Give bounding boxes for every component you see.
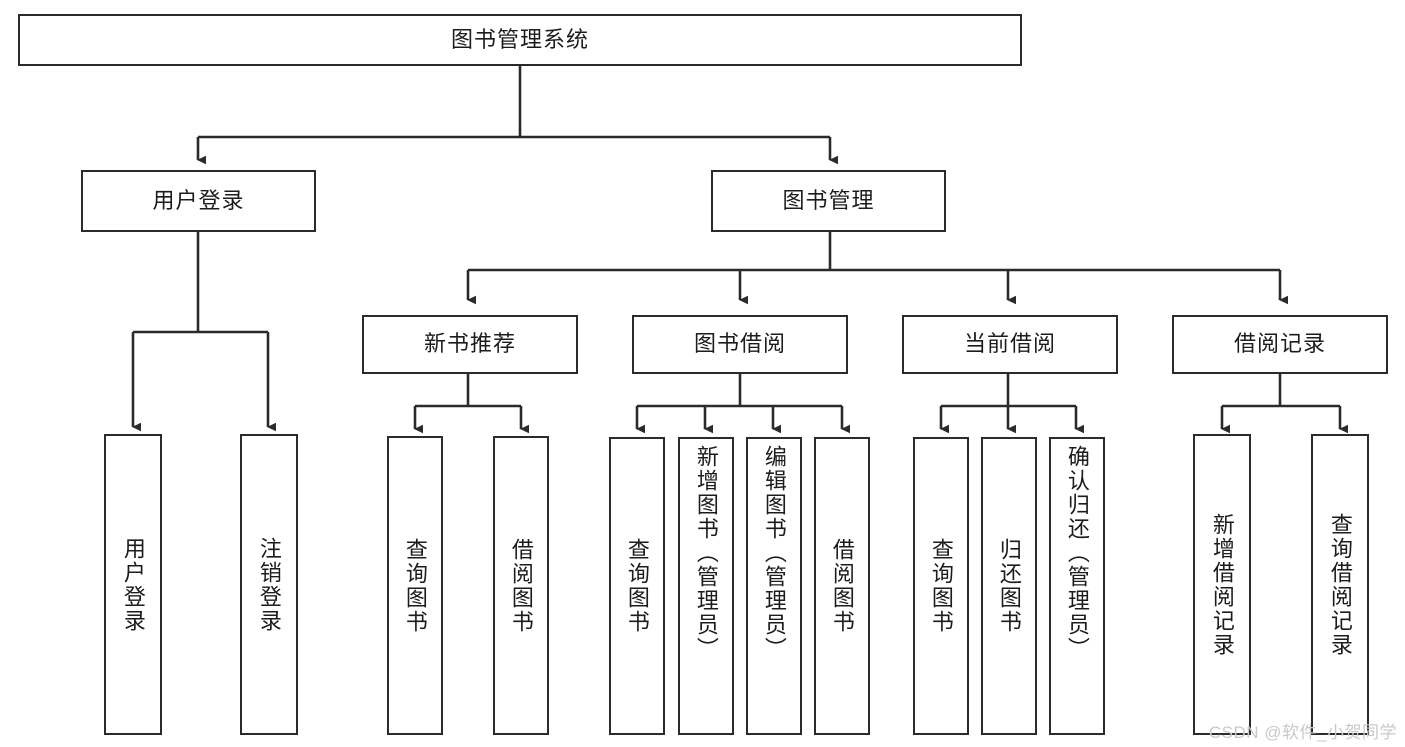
leaf-user-login-label: 用户登录	[120, 536, 146, 633]
leaf-query-book-borrow[interactable]: 查询图书	[609, 437, 665, 735]
leaf-edit-book[interactable]: 编辑图书（管理员）	[746, 437, 802, 735]
leaf-borrow-book-borrow[interactable]: 借阅图书	[814, 437, 870, 735]
leaf-query-borrow-record[interactable]: 查询借阅记录	[1311, 434, 1369, 735]
leaf-add-book-label: 新增图书（管理员）	[693, 445, 719, 661]
node-new-book-recommend-label: 新书推荐	[423, 331, 516, 357]
node-book-borrow[interactable]: 图书借阅	[632, 315, 848, 374]
node-root-system-label: 图书管理系统	[450, 26, 589, 52]
leaf-query-book-recommend-label: 查询图书	[402, 537, 428, 634]
leaf-user-login[interactable]: 用户登录	[104, 434, 162, 735]
leaf-query-borrow-record-label: 查询借阅记录	[1327, 512, 1353, 657]
csdn-watermark: CSDN @软件_小贺同学	[1208, 723, 1397, 742]
leaf-borrow-book-recommend-label: 借阅图书	[508, 537, 534, 634]
node-user-login[interactable]: 用户登录	[81, 170, 316, 232]
leaf-query-book-current-label: 查询图书	[928, 538, 954, 634]
leaf-borrow-book-recommend[interactable]: 借阅图书	[493, 436, 549, 735]
leaf-edit-book-label: 编辑图书（管理员）	[761, 445, 787, 661]
node-current-borrow[interactable]: 当前借阅	[902, 315, 1118, 374]
node-book-manage[interactable]: 图书管理	[711, 170, 946, 232]
leaf-confirm-return[interactable]: 确认归还（管理员）	[1049, 437, 1105, 735]
leaf-borrow-book-borrow-label: 借阅图书	[829, 538, 855, 634]
leaf-add-borrow-record[interactable]: 新增借阅记录	[1193, 434, 1251, 735]
leaf-return-book[interactable]: 归还图书	[981, 437, 1037, 735]
leaf-query-book-current[interactable]: 查询图书	[913, 437, 969, 735]
node-borrow-record-label: 借阅记录	[1233, 331, 1326, 357]
node-new-book-recommend[interactable]: 新书推荐	[362, 315, 578, 374]
leaf-query-book-borrow-label: 查询图书	[624, 538, 650, 634]
node-user-login-label: 用户登录	[152, 187, 245, 213]
node-current-borrow-label: 当前借阅	[963, 331, 1056, 357]
leaf-query-book-recommend[interactable]: 查询图书	[387, 436, 443, 735]
leaf-logout-label: 注销登录	[256, 536, 282, 633]
node-book-manage-label: 图书管理	[782, 187, 875, 213]
leaf-add-book[interactable]: 新增图书（管理员）	[678, 437, 734, 735]
leaf-add-borrow-record-label: 新增借阅记录	[1209, 512, 1235, 657]
node-root-system[interactable]: 图书管理系统	[18, 14, 1022, 66]
node-borrow-record[interactable]: 借阅记录	[1172, 315, 1388, 374]
leaf-confirm-return-label: 确认归还（管理员）	[1064, 445, 1090, 661]
leaf-logout[interactable]: 注销登录	[240, 434, 298, 735]
leaf-return-book-label: 归还图书	[996, 538, 1022, 634]
node-book-borrow-label: 图书借阅	[693, 331, 786, 357]
